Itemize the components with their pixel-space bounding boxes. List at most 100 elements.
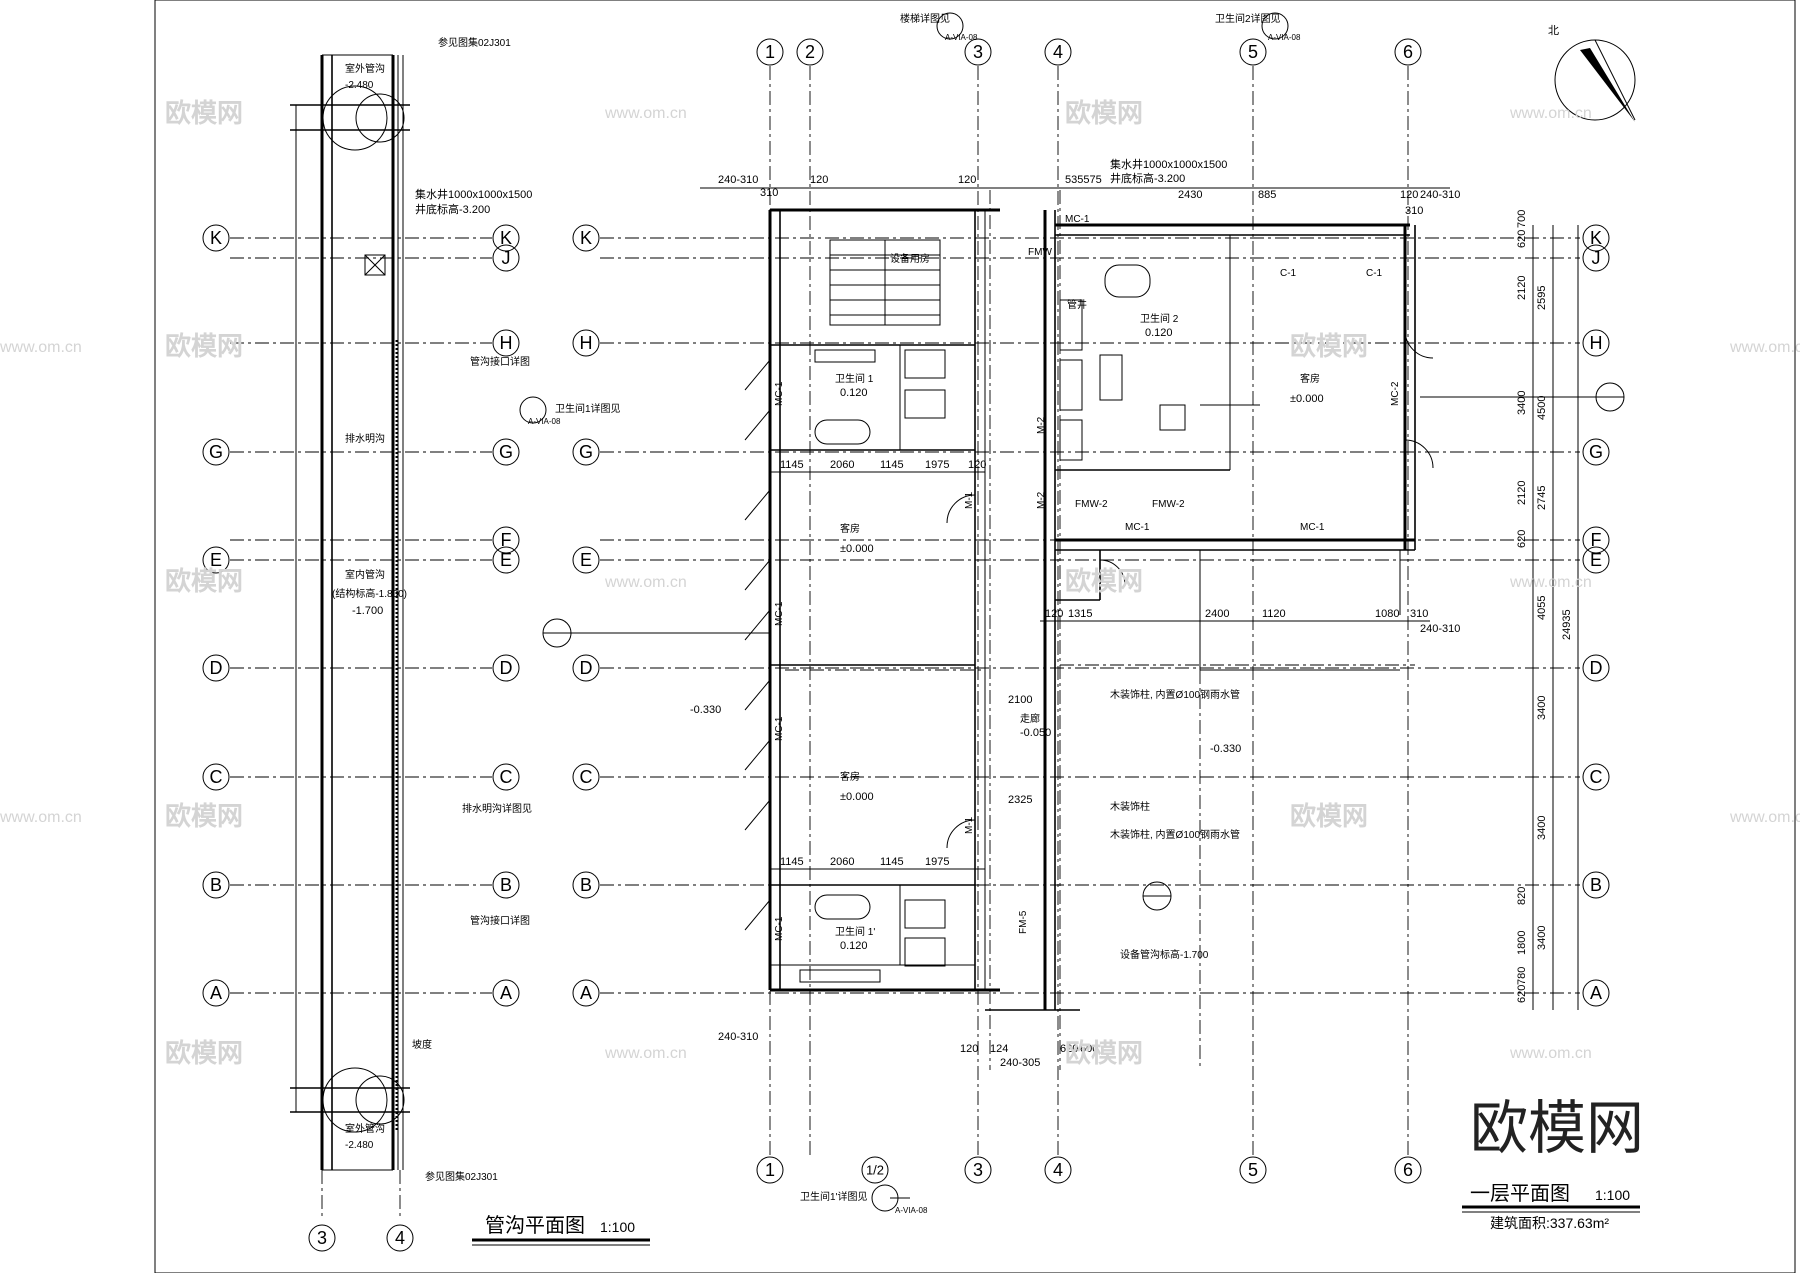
right-top-axis-5: 5 bbox=[1239, 38, 1267, 66]
left-pipe-joint1: 管沟接口详图 bbox=[470, 355, 530, 368]
right-bottom-axis-1: 1/2 bbox=[861, 1156, 889, 1184]
left-bottom-axis-4: 4 bbox=[386, 1224, 414, 1252]
right-row-axis-C-end-circle bbox=[1582, 763, 1610, 791]
left-axis-E-start-label: E bbox=[210, 550, 222, 570]
right-bottom-axis-5-label: 6 bbox=[1403, 1160, 1413, 1180]
left-bottom-axis-4-label: 4 bbox=[395, 1228, 405, 1248]
right-row-axis-G-end-label: G bbox=[1589, 442, 1603, 462]
right-bottom-axis-1-circle bbox=[861, 1156, 889, 1184]
right-bottom-axis-3-label: 4 bbox=[1053, 1160, 1063, 1180]
watermark-url-3: www.om.cn bbox=[1729, 339, 1800, 356]
left-axis-E-start: E bbox=[202, 546, 230, 574]
dim-top-1: 120 bbox=[810, 174, 828, 186]
left-indoor-elev: (结构标高-1.800) bbox=[332, 587, 407, 600]
left-axis-B-start: B bbox=[202, 871, 230, 899]
left-axis-F-end-label: F bbox=[501, 530, 512, 550]
tag-mc1-b: MC-1 bbox=[774, 601, 785, 626]
dim-right-v-4: 3400 bbox=[1516, 391, 1528, 415]
dim-top-6: 885 bbox=[1258, 189, 1276, 201]
right-row-axis-B-end: B bbox=[1582, 871, 1610, 899]
left-axis-H-end-circle bbox=[492, 329, 520, 357]
left-axis-D-end-label: D bbox=[500, 658, 513, 678]
right-row-axis-D-end: D bbox=[1582, 654, 1610, 682]
right-row-axis-F-end-circle bbox=[1582, 526, 1610, 554]
room-equip: 设备用房 bbox=[890, 252, 930, 265]
left-pipe-joint2: 管沟接口详图 bbox=[470, 914, 530, 927]
right-elev-neg2: -0.330 bbox=[1210, 743, 1241, 755]
watermark-brand-8: 欧模网 bbox=[165, 1038, 243, 1068]
dim-mid-1: 1120 bbox=[1262, 608, 1286, 620]
left-axis-J-end: J bbox=[492, 244, 520, 272]
left-axis-G-start-circle bbox=[202, 438, 230, 466]
left-axis-G-end-circle bbox=[492, 438, 520, 466]
right-bottom-axis-3-circle bbox=[1044, 1156, 1072, 1184]
room-bath1: 卫生间 1 bbox=[835, 372, 874, 385]
watermark-brand-4: 欧模网 bbox=[165, 566, 243, 596]
tag-fm5: FM-5 bbox=[1018, 910, 1029, 934]
dim-right-v-12: 820 bbox=[1516, 887, 1528, 905]
left-axis-D-start-circle bbox=[202, 654, 230, 682]
left-elev-top: -2.480 bbox=[345, 80, 374, 91]
right-row-axis-D-end-circle bbox=[1582, 654, 1610, 682]
watermark-url-7: www.om.cn bbox=[1729, 809, 1800, 826]
left-bottom-axis-3: 3 bbox=[308, 1224, 336, 1252]
left-axis-K-end-circle bbox=[492, 224, 520, 252]
left-axis-C-start: C bbox=[202, 763, 230, 791]
right-col1: 木装饰柱, 内置Ø100钢雨水管 bbox=[1110, 688, 1240, 701]
left-axis-G-end-label: G bbox=[499, 442, 513, 462]
watermark-url-5: www.om.cn bbox=[1509, 574, 1592, 591]
right-row-axis-G-end: G bbox=[1582, 438, 1610, 466]
right-top-axis-4-label: 4 bbox=[1053, 42, 1063, 62]
left-axis-C-start-label: C bbox=[210, 767, 223, 787]
tag-fmw2-b: FMW-2 bbox=[1152, 499, 1185, 510]
dim-right-v-7: 2745 bbox=[1536, 486, 1548, 510]
left-bottom-axis-3-circle bbox=[308, 1224, 336, 1252]
right-row-axis-E-start-circle bbox=[572, 546, 600, 574]
right-bottom-axis-4-circle bbox=[1239, 1156, 1267, 1184]
right-bottom-axis-0-label: 1 bbox=[765, 1160, 775, 1180]
left-axis-B-end: B bbox=[492, 871, 520, 899]
left-axis-B-start-circle bbox=[202, 871, 230, 899]
dim-right-v-16: 620 bbox=[1516, 985, 1528, 1003]
right-bottom-axis-5-circle bbox=[1394, 1156, 1422, 1184]
right-row-axis-A-end: A bbox=[1582, 979, 1610, 1007]
right-stair-ref: 楼梯详图见 bbox=[900, 12, 950, 25]
right-row-axis-J-end-circle bbox=[1582, 244, 1610, 272]
watermark-brand-5: 欧模网 bbox=[1065, 566, 1143, 596]
left-elev-bottom: -2.480 bbox=[345, 1140, 374, 1151]
dim-bath1-4: 120 bbox=[968, 459, 986, 471]
tag-c1-b: C-1 bbox=[1366, 268, 1383, 279]
dim-right-v-14: 3400 bbox=[1536, 926, 1548, 950]
dim-mid-5: 1315 bbox=[1068, 608, 1092, 620]
dim-mid-2: 1080 bbox=[1375, 608, 1399, 620]
left-axis-G-start-label: G bbox=[209, 442, 223, 462]
left-axis-A-end-circle bbox=[492, 979, 520, 1007]
left-drain: 排水明沟 bbox=[345, 432, 385, 445]
dim-right-v-0: 620 bbox=[1516, 230, 1528, 248]
dim-right-v-1: 700 bbox=[1516, 210, 1528, 228]
dim-bottom-1: 120 bbox=[960, 1043, 978, 1055]
right-row-axis-K-start-label: K bbox=[580, 228, 592, 248]
dim-top-9: 310 bbox=[1405, 205, 1423, 217]
left-slope: 坡度 bbox=[412, 1038, 432, 1051]
right-top-axis-1: 1 bbox=[756, 38, 784, 66]
tag-m1-b: M-1 bbox=[964, 816, 975, 834]
dim-right-v-15: 780 bbox=[1516, 967, 1528, 985]
north-label: 北 bbox=[1548, 24, 1559, 37]
right-plan-walls bbox=[744, 190, 1434, 1070]
tag-mc1-e: MC-1 bbox=[1125, 522, 1150, 533]
right-plan-area: 建筑面积:337.63m² bbox=[1490, 1215, 1609, 1231]
dim-bath1-1: 2060 bbox=[830, 459, 854, 471]
right-row-axis-F-end: F bbox=[1582, 526, 1610, 554]
right-row-axis-K-end: K bbox=[1582, 224, 1610, 252]
left-bottom-axis-4-circle bbox=[386, 1224, 414, 1252]
dim-right-v-17: 24935 bbox=[1561, 609, 1573, 640]
left-sump-elev: 井底标高-3.200 bbox=[415, 202, 490, 216]
dim-top-8: 240-310 bbox=[1420, 189, 1460, 201]
dim-bath1b-0: 1145 bbox=[780, 856, 804, 868]
right-bath1b-ref: 卫生间1'详图见 bbox=[800, 1190, 867, 1203]
watermark-brand-6: 欧模网 bbox=[165, 801, 243, 831]
right-row-axis-A-end-circle bbox=[1582, 979, 1610, 1007]
room-guest2: 客房 bbox=[840, 770, 860, 783]
left-axis-H-end: H bbox=[492, 329, 520, 357]
